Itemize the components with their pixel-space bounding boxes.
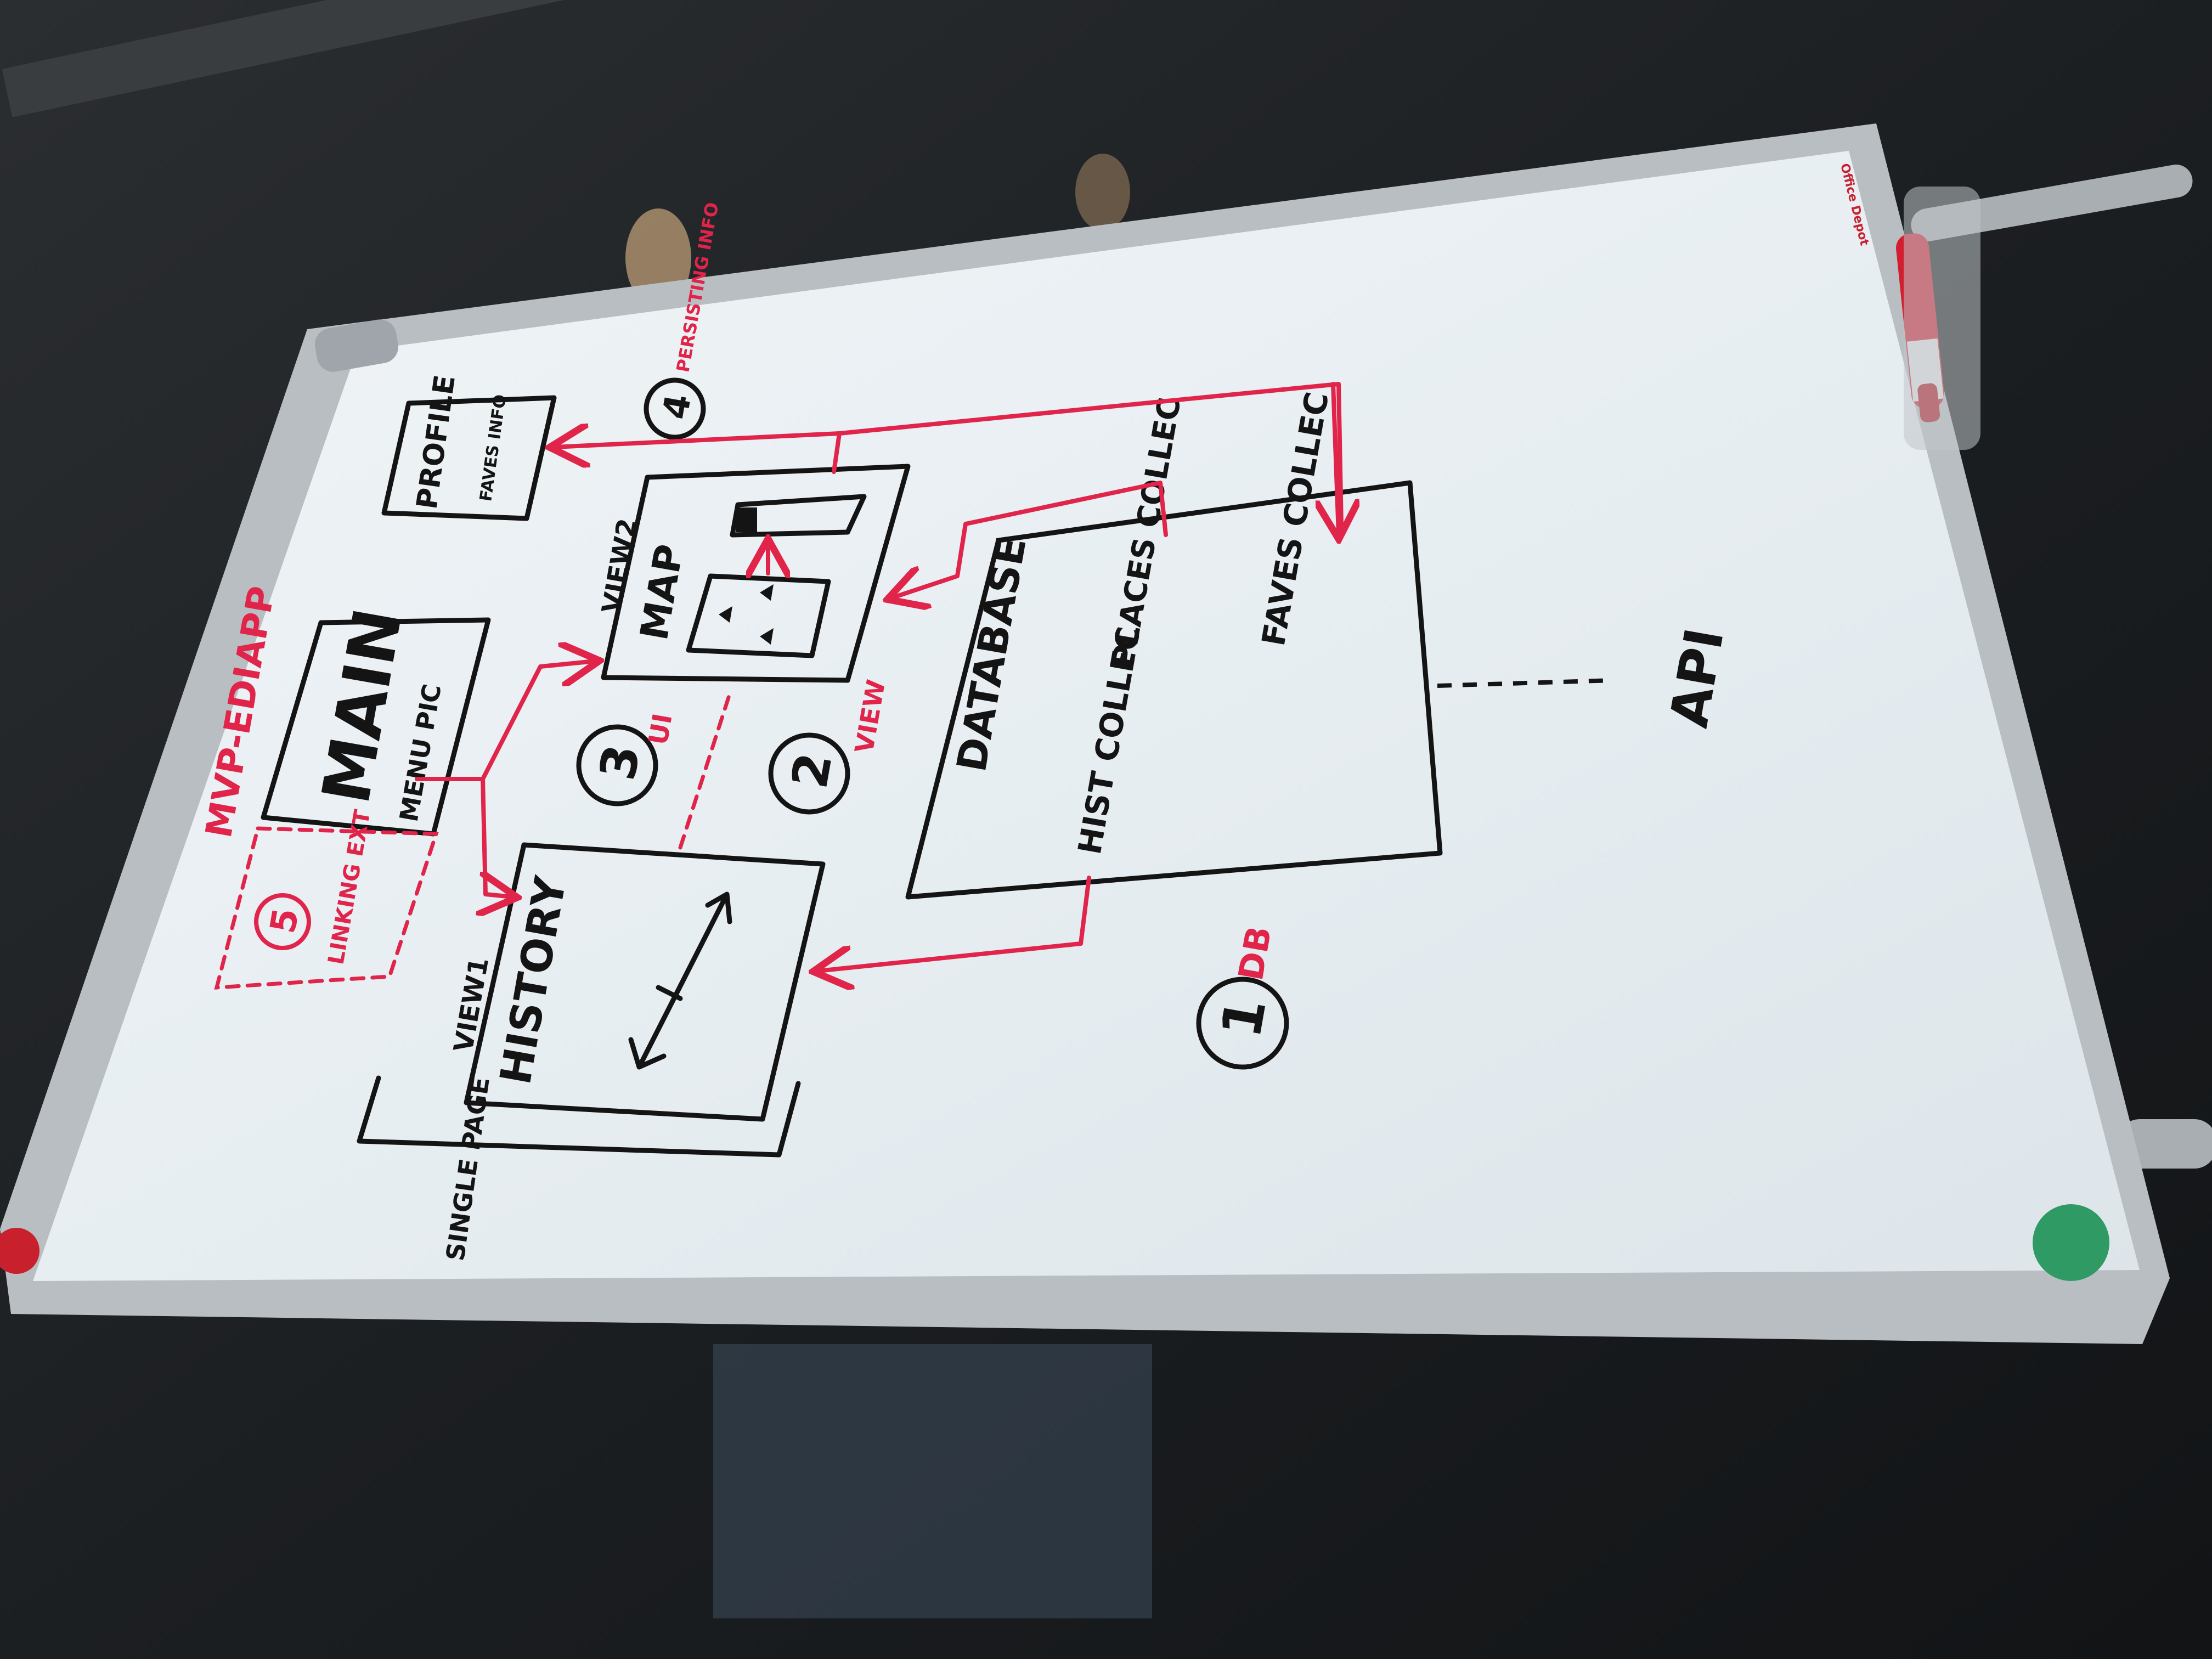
step-persist-circle [644, 377, 706, 440]
single-page-bracket [357, 1075, 801, 1158]
magnet-green [2033, 1204, 2109, 1281]
main-to-map-connector [481, 661, 595, 781]
database-box [905, 480, 1443, 900]
view1-box [464, 842, 826, 1122]
hist-to-history-connector [817, 876, 1091, 971]
ceiling-lamp-2 [1075, 154, 1130, 230]
step-ui-circle [576, 724, 658, 806]
map-pin-2 [760, 584, 774, 601]
history-scroll-arrow [628, 891, 732, 1070]
step-db-label: DB [1231, 923, 1279, 984]
step-ui-label: UI [643, 711, 679, 747]
ui-bidirectional-link [678, 692, 732, 850]
persist-profile-arrow [554, 433, 842, 447]
map-list-header [736, 507, 757, 532]
ceiling-beam [2, 0, 657, 117]
api-dashed-link [1437, 678, 1613, 688]
floor-window [713, 1344, 1152, 1618]
view2-box [601, 464, 911, 683]
linking-step-circle [254, 893, 311, 950]
places-to-map-connector [891, 481, 1168, 598]
step-db-circle [1196, 977, 1289, 1070]
stand-leg [2118, 1119, 2212, 1169]
profile-box [381, 395, 557, 521]
marker-holder [1904, 187, 1980, 450]
map-pin-3 [760, 628, 774, 645]
main-to-views-connector [415, 777, 513, 897]
map-pin-1 [719, 606, 732, 623]
stand-arm [1911, 165, 2193, 241]
step-view-circle [768, 732, 850, 815]
magnet-red [0, 1228, 40, 1274]
map-list-panel [730, 494, 867, 538]
persist-to-profile [832, 382, 1344, 529]
map-inner-box [686, 573, 831, 658]
persist-faves-arrow [1333, 382, 1339, 535]
corner-cap [314, 319, 399, 372]
